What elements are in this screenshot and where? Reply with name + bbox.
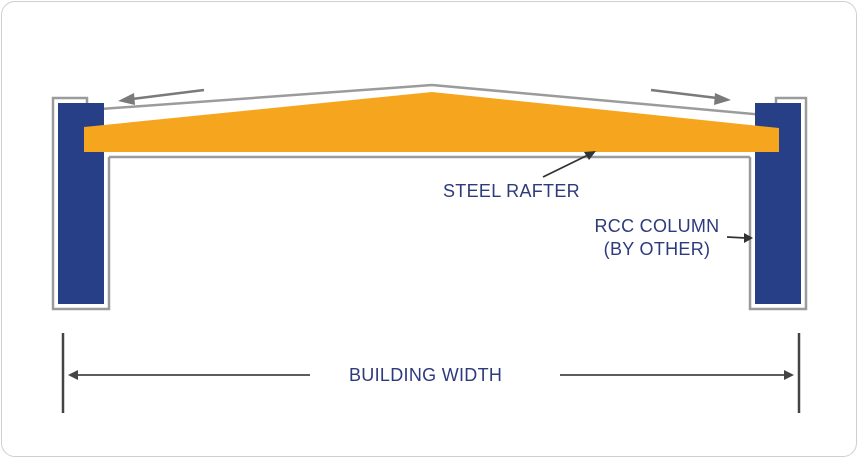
rcc-column-label-line2: (BY OTHER) — [603, 239, 711, 259]
roof-sheet-outline — [86, 83, 777, 118]
building-width-dimension — [61, 333, 801, 413]
right-slope-arrow — [650, 88, 731, 105]
rcc-column-label-line1: RCC COLUMN — [594, 216, 720, 236]
building-width-label: BUILDING WIDTH — [349, 365, 503, 385]
rcc-column-label: RCC COLUMN (BY OTHER) — [582, 216, 732, 260]
steel-rafter-leader — [542, 151, 596, 178]
rcc-column-leader — [726, 233, 753, 243]
right-column-outline — [748, 96, 808, 311]
left-column-outline — [51, 96, 111, 311]
steel-rafter-label: STEEL RAFTER — [443, 181, 580, 201]
left-slope-arrow — [118, 88, 205, 105]
steel-rafter — [84, 92, 779, 152]
